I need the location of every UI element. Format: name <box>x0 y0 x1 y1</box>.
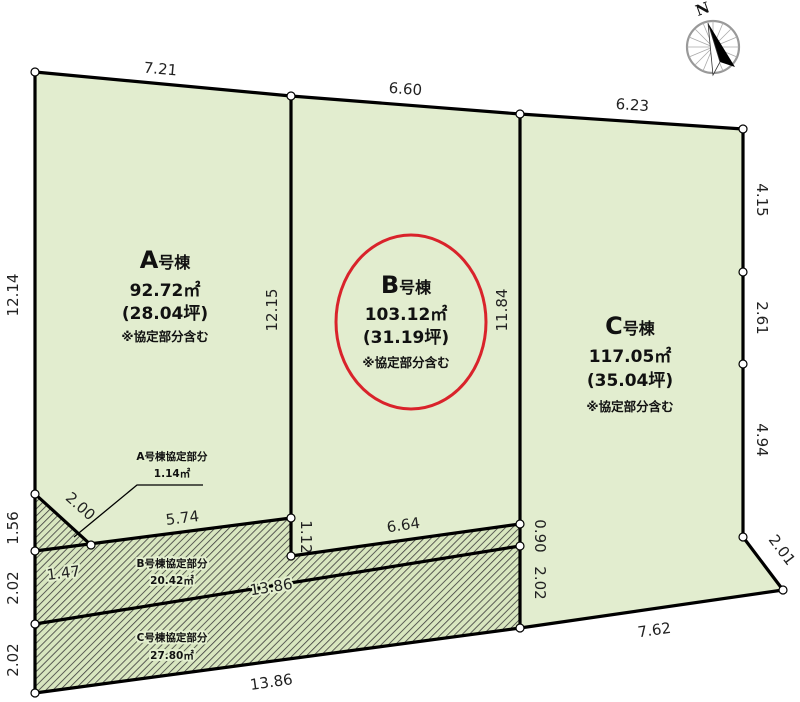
dim-right-middle: 2.61 <box>753 301 771 334</box>
lot-a-label: A号棟 92.72㎡ (28.04坪) ※協定部分含む <box>121 246 208 344</box>
agreement-b-label: B号棟協定部分 <box>136 557 208 570</box>
lot-b-label: B号棟 103.12㎡ (31.19坪) ※協定部分含む <box>362 271 449 370</box>
lot-c-letter: C <box>605 312 623 340</box>
lot-a-area-value: 92.72㎡ <box>130 280 201 301</box>
lot-a-tsubo: (28.04坪) <box>122 304 208 324</box>
lot-a-note: ※協定部分含む <box>121 329 208 344</box>
agreement-c-area: 27.80㎡ <box>150 649 194 662</box>
lot-a-area[interactable] <box>35 72 291 545</box>
lot-c-tsubo: (35.04坪) <box>587 371 673 391</box>
lot-b-tsubo: (31.19坪) <box>363 328 449 348</box>
dim-right-lower: 4.94 <box>753 423 771 456</box>
lot-b-highlight-circle <box>334 233 488 411</box>
dim-divider-ab: 12.15 <box>263 289 281 332</box>
svg-text:C号棟: C号棟 <box>605 312 656 340</box>
lot-b-area-value: 103.12㎡ <box>365 304 448 325</box>
compass-north-label: N <box>693 0 712 20</box>
agreement-area-c <box>35 546 520 693</box>
lot-c-note: ※協定部分含む <box>586 399 673 414</box>
agreement-a-area: 1.14㎡ <box>154 467 191 480</box>
lot-b-suffix: 号棟 <box>399 278 432 297</box>
lot-c-label: C号棟 117.05㎡ (35.04坪) ※協定部分含む <box>586 312 673 414</box>
dim-b-notch: 1.12 <box>297 520 315 553</box>
vertex-markers <box>30 67 788 698</box>
dim-bc-notch-upper: 0.90 <box>531 519 549 552</box>
dim-bottom-road: 13.86 <box>249 670 294 694</box>
lot-b-area[interactable] <box>291 96 520 556</box>
svg-text:A号棟: A号棟 <box>140 246 192 274</box>
dim-top-b: 6.60 <box>388 79 423 100</box>
lot-c-suffix: 号棟 <box>623 319 656 338</box>
dim-top-c: 6.23 <box>615 95 650 115</box>
agreement-c-label: C号棟協定部分 <box>137 631 208 644</box>
agreement-area-b <box>35 518 520 624</box>
dim-corner-diag-right: 2.01 <box>765 531 799 569</box>
svg-text:B号棟: B号棟 <box>381 271 432 299</box>
lot-a-letter: A <box>140 246 159 274</box>
lot-c-area[interactable] <box>520 114 783 628</box>
dim-top-a: 7.21 <box>143 59 178 80</box>
dim-divider-bc: 11.84 <box>493 289 511 332</box>
lot-c-area-value: 117.05㎡ <box>589 346 672 367</box>
agreement-a-label: A号棟協定部分 <box>136 450 208 463</box>
dim-bc-notch-lower: 2.02 <box>531 566 549 599</box>
dim-left-2: 2.02 <box>4 571 22 604</box>
dim-bottom-c: 7.62 <box>637 619 673 641</box>
leader-line-a-agreement <box>73 484 203 538</box>
agreement-b-area: 20.42㎡ <box>150 574 194 587</box>
north-arrow-compass-icon: N <box>685 0 741 77</box>
dim-left-3: 2.02 <box>4 643 22 676</box>
dim-left-a: 12.14 <box>4 274 22 317</box>
lot-b-letter: B <box>381 271 399 299</box>
dim-right-upper: 4.15 <box>753 183 771 216</box>
lot-a-suffix: 号棟 <box>158 253 191 272</box>
boundary-lines <box>33 70 785 695</box>
dim-left-1: 1.56 <box>4 511 22 544</box>
lot-b-note: ※協定部分含む <box>362 355 449 370</box>
